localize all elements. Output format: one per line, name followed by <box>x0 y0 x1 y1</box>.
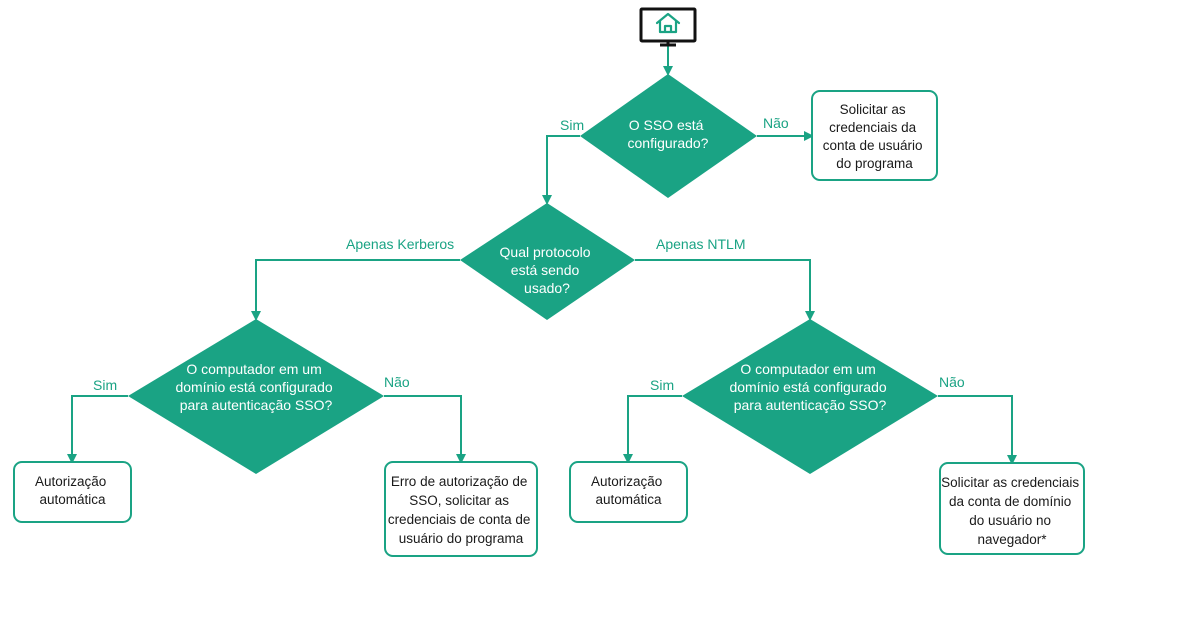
decision-domain-sso-kerberos-line-1: O computador em um <box>186 361 321 377</box>
decision-protocol-line-3: usado? <box>524 280 570 296</box>
edge-labels: Sim Não Apenas Kerberos Apenas NTLM Sim … <box>93 115 965 393</box>
decision-domain-sso-ntlm: O computador em um domínio está configur… <box>682 319 938 474</box>
connector-kerberos-yes <box>67 395 128 464</box>
outcome-request-program-credentials-line-2: credenciais da <box>829 120 917 135</box>
outcome-auto-auth-ntlm-text: Autorização automática <box>591 474 666 507</box>
connector-only-kerberos <box>251 259 460 321</box>
decision-domain-sso-ntlm-line-3: para autenticação SSO? <box>734 397 887 413</box>
connector-ntlm-yes <box>623 395 682 464</box>
connector-ntlm-no <box>938 395 1017 465</box>
edge-label-sso-yes: Sim <box>560 117 584 133</box>
decision-protocol-line-1: Qual protocolo <box>500 244 591 260</box>
decision-domain-sso-kerberos-line-2: domínio está configurado <box>175 379 332 395</box>
monitor-home-icon <box>639 7 697 47</box>
outcome-auto-auth-ntlm-line-2: automática <box>595 492 662 507</box>
outcome-request-program-credentials-line-1: Solicitar as <box>840 102 906 117</box>
outcome-request-domain-credentials-line-2: da conta de domínio <box>949 494 1071 509</box>
connector-sso-yes <box>542 135 580 205</box>
outcome-auto-auth-ntlm: Autorização automática <box>569 461 688 523</box>
connector-kerberos-no <box>384 395 466 464</box>
outcome-sso-error-text: Erro de autorização de SSO, solicitar as… <box>388 474 534 546</box>
outcome-request-program-credentials-line-3: conta de usuário <box>823 138 923 153</box>
outcome-auto-auth-kerberos-text: Autorização automática <box>35 474 110 507</box>
decision-domain-sso-kerberos: O computador em um domínio está configur… <box>128 319 384 474</box>
decision-protocol-text: Qual protocolo está sendo usado? <box>500 244 595 296</box>
edge-label-only-kerberos: Apenas Kerberos <box>346 236 454 252</box>
outcome-auto-auth-ntlm-line-1: Autorização <box>591 474 662 489</box>
decision-protocol-line-2: está sendo <box>511 262 580 278</box>
decision-sso-configured-text: O SSO está configurado? <box>628 117 709 151</box>
outcome-request-domain-credentials: Solicitar as credenciais da conta de dom… <box>939 462 1085 555</box>
decision-sso-configured-line-1: O SSO está <box>629 117 704 133</box>
connector-only-ntlm <box>635 259 815 321</box>
edge-label-kerberos-no: Não <box>384 374 410 390</box>
edge-label-sso-no: Não <box>763 115 789 131</box>
outcome-request-program-credentials-line-4: do programa <box>836 156 913 171</box>
outcome-request-program-credentials: Solicitar as credenciais da conta de usu… <box>811 90 938 181</box>
outcome-request-program-credentials-text: Solicitar as credenciais da conta de usu… <box>823 102 927 171</box>
outcome-request-domain-credentials-line-3: do usuário no <box>969 513 1051 528</box>
outcome-auto-auth-kerberos-line-2: automática <box>39 492 106 507</box>
decision-domain-sso-kerberos-text: O computador em um domínio está configur… <box>175 361 336 413</box>
outcome-sso-error-line-3: credenciais de conta de <box>388 512 531 527</box>
outcome-request-domain-credentials-text: Solicitar as credenciais da conta de dom… <box>941 475 1083 547</box>
outcome-request-domain-credentials-line-4: navegador* <box>977 532 1047 547</box>
edge-label-ntlm-no: Não <box>939 374 965 390</box>
outcome-sso-error: Erro de autorização de SSO, solicitar as… <box>384 461 538 557</box>
edge-label-kerberos-yes: Sim <box>93 377 117 393</box>
outcome-sso-error-line-4: usuário do programa <box>399 531 524 546</box>
outcome-sso-error-line-1: Erro de autorização de <box>391 474 528 489</box>
decision-sso-configured: O SSO está configurado? <box>580 74 757 198</box>
edge-label-only-ntlm: Apenas NTLM <box>656 236 745 252</box>
outcome-request-domain-credentials-line-1: Solicitar as credenciais <box>941 475 1079 490</box>
outcome-auto-auth-kerberos-line-1: Autorização <box>35 474 106 489</box>
decision-domain-sso-ntlm-text: O computador em um domínio está configur… <box>729 361 890 413</box>
decision-domain-sso-ntlm-line-1: O computador em um <box>740 361 875 377</box>
decision-sso-configured-line-2: configurado? <box>628 135 709 151</box>
edge-label-ntlm-yes: Sim <box>650 377 674 393</box>
decision-domain-sso-ntlm-line-2: domínio está configurado <box>729 379 886 395</box>
decision-domain-sso-kerberos-line-3: para autenticação SSO? <box>180 397 333 413</box>
outcome-auto-auth-kerberos: Autorização automática <box>13 461 132 523</box>
connectors <box>67 46 1017 465</box>
decision-protocol: Qual protocolo está sendo usado? <box>460 203 635 320</box>
outcome-sso-error-line-2: SSO, solicitar as <box>409 493 509 508</box>
